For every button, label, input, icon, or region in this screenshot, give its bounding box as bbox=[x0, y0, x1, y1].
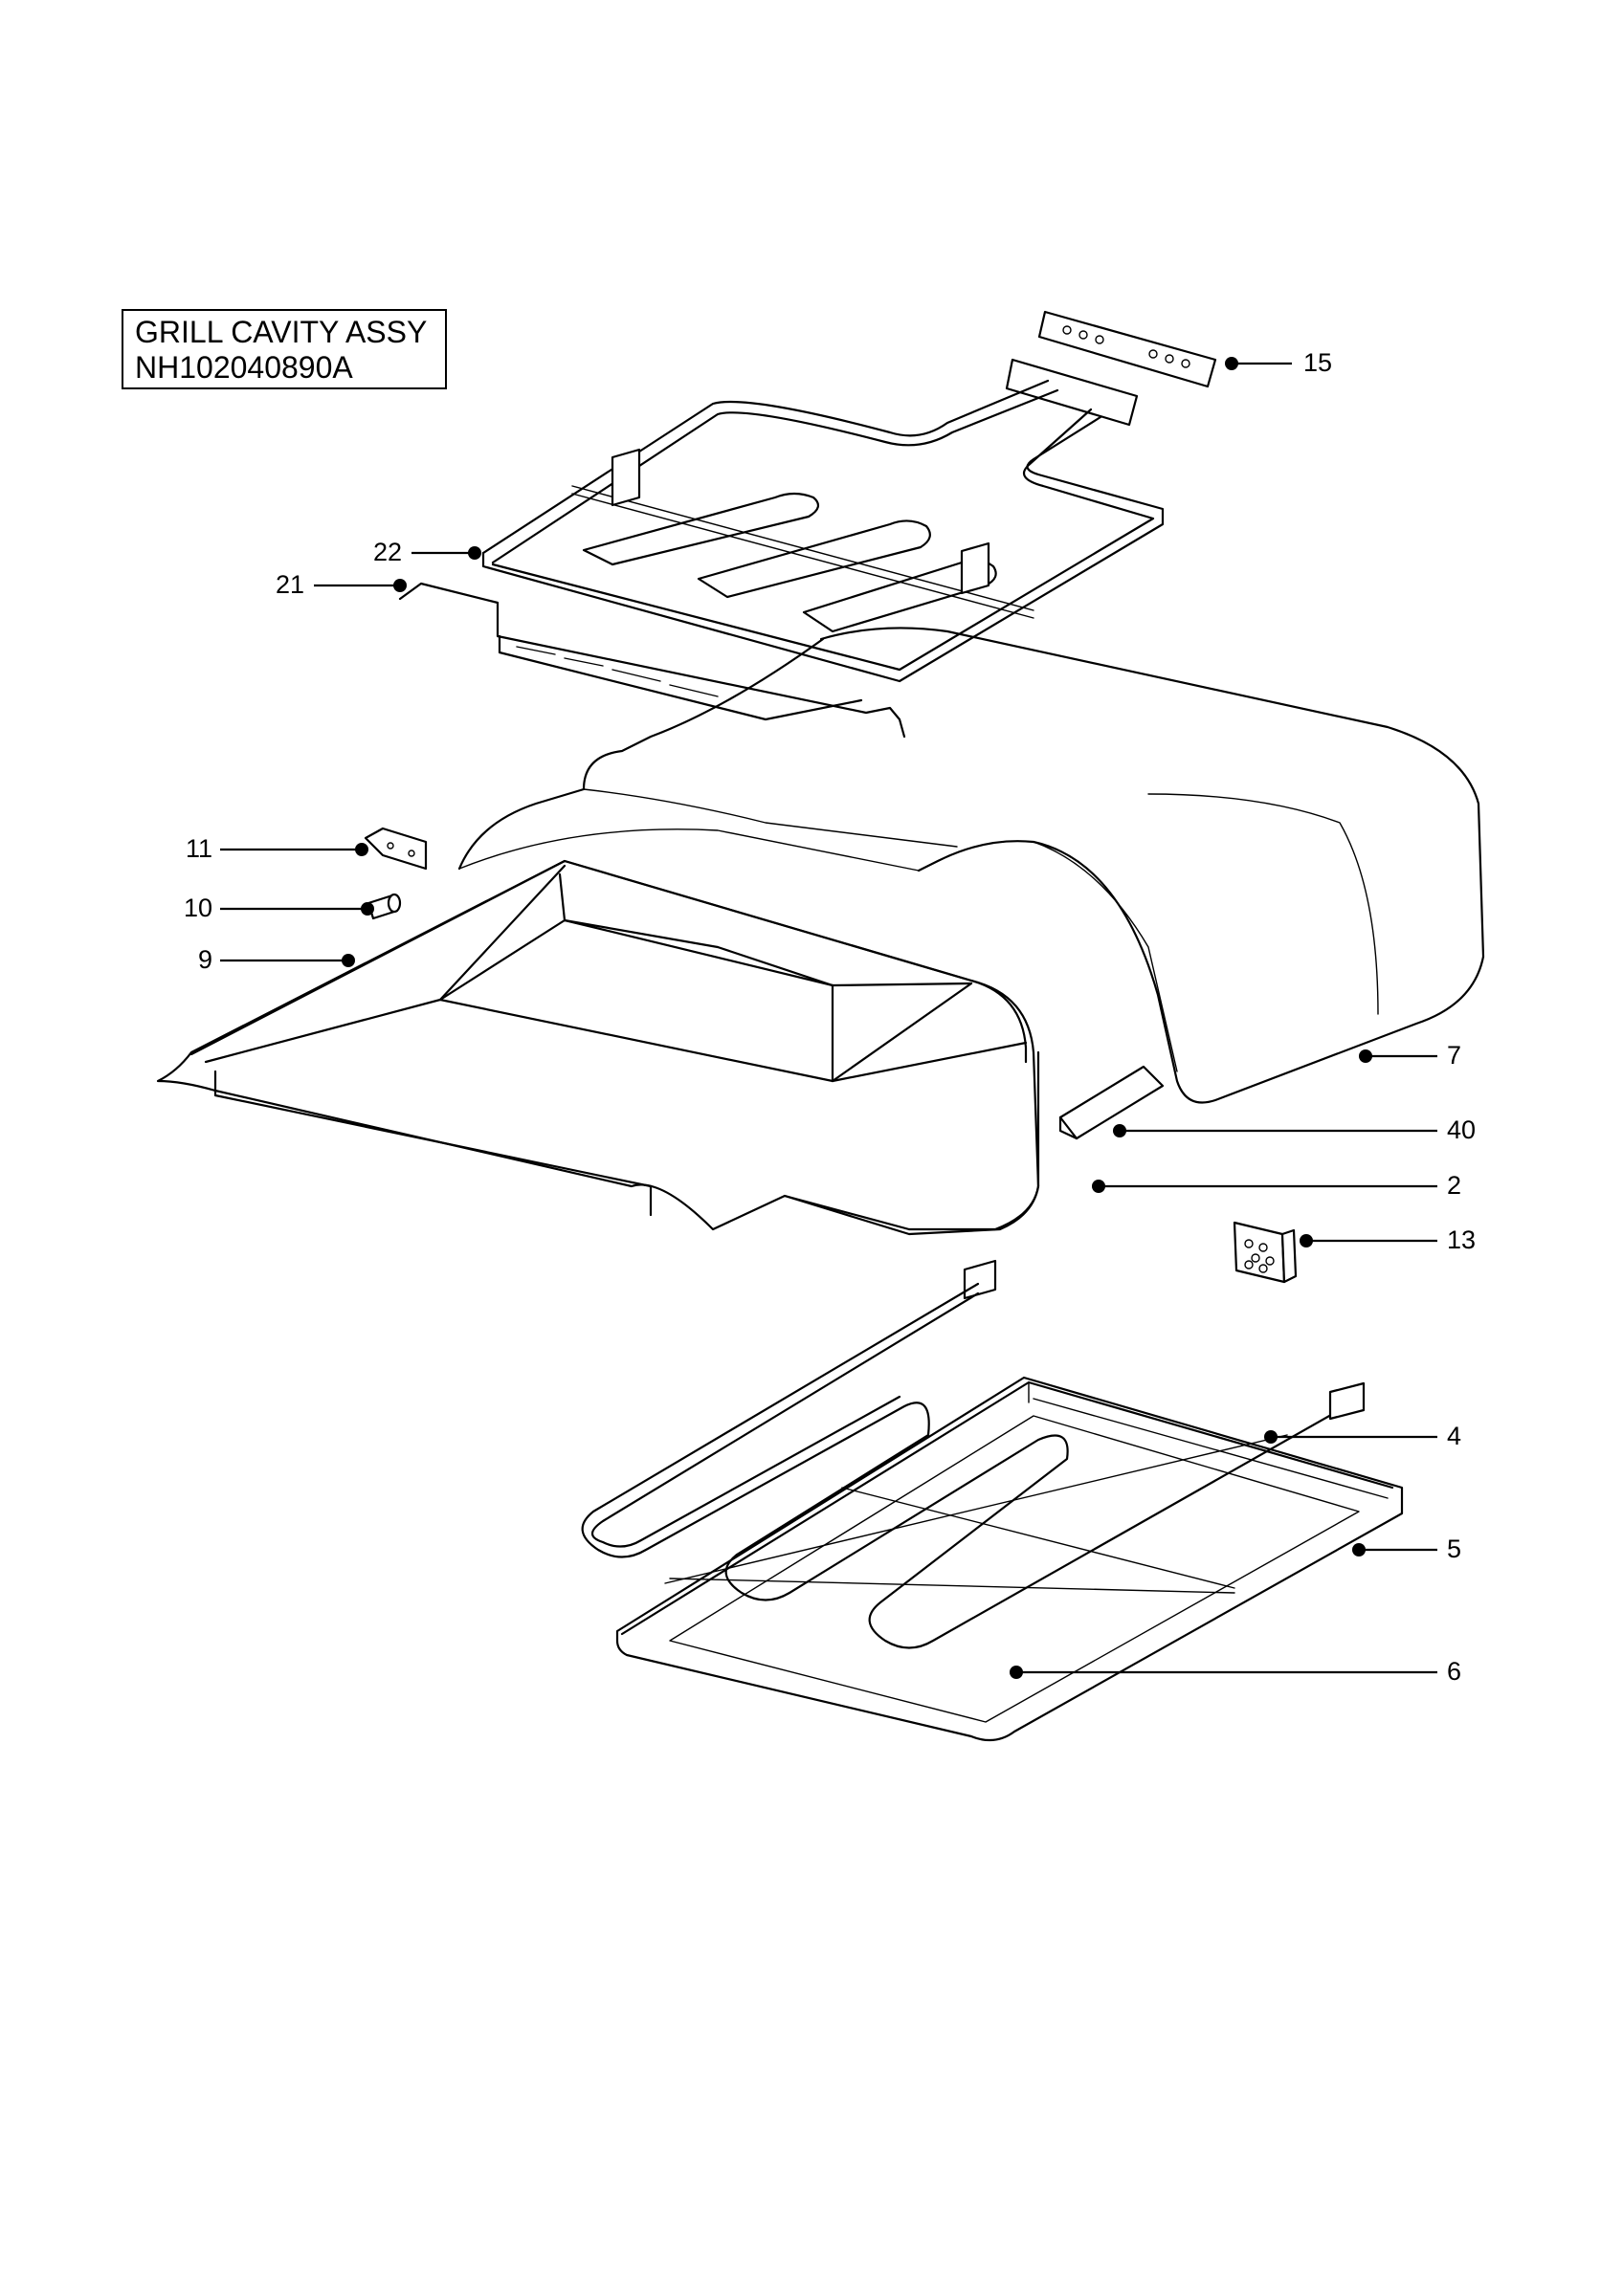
part-10-lamp-holder bbox=[367, 893, 402, 920]
part-22-upper-grill-element bbox=[481, 358, 1165, 683]
part-2-grill-cavity bbox=[156, 859, 1040, 1236]
part-40-channel-bracket bbox=[1058, 1065, 1165, 1140]
callout-label-5: 5 bbox=[1447, 1534, 1462, 1563]
assembly-title: GRILL CAVITY ASSY bbox=[135, 315, 428, 349]
callout-label-22: 22 bbox=[372, 538, 402, 566]
callout-label-6: 6 bbox=[1447, 1657, 1462, 1686]
part-21-element-bracket bbox=[398, 582, 906, 739]
part-6-lower-grill-element bbox=[581, 1259, 1366, 1649]
part-11-bracket bbox=[364, 827, 428, 871]
callout-leaders bbox=[220, 357, 1437, 1679]
part-4-support-bar bbox=[664, 1434, 1288, 1584]
callout-label-10: 10 bbox=[183, 894, 212, 922]
part-15-terminal-strip bbox=[1037, 310, 1217, 388]
callout-label-11: 11 bbox=[185, 834, 212, 863]
callout-label-4: 4 bbox=[1447, 1422, 1462, 1450]
callout-label-2: 2 bbox=[1447, 1171, 1462, 1200]
assembly-title-box: GRILL CAVITY ASSY NH102040890A bbox=[122, 309, 447, 389]
callout-label-7: 7 bbox=[1447, 1041, 1462, 1070]
callout-label-9: 9 bbox=[197, 945, 212, 974]
callout-label-21: 21 bbox=[275, 570, 304, 599]
callout-label-40: 40 bbox=[1447, 1115, 1477, 1144]
assembly-part-number: NH102040890A bbox=[135, 350, 353, 385]
callout-label-15: 15 bbox=[1303, 348, 1333, 377]
callout-label-13: 13 bbox=[1447, 1225, 1477, 1254]
part-7-insulation bbox=[457, 627, 1485, 1104]
part-5-drip-tray bbox=[615, 1376, 1404, 1742]
part-13-terminal-block bbox=[1233, 1221, 1298, 1284]
